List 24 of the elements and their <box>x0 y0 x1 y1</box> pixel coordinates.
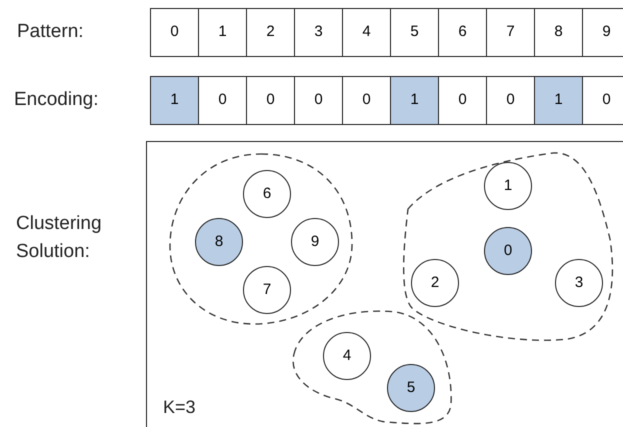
table-cell: 0 <box>150 8 199 57</box>
table-cell: 0 <box>294 76 343 125</box>
table-cell: 9 <box>582 8 623 57</box>
table-cell: 0 <box>486 76 535 125</box>
table-cell: 0 <box>198 76 247 125</box>
table-cell: 8 <box>534 8 583 57</box>
row-heading: Clustering Solution: <box>16 212 103 264</box>
table-cell: 1 <box>390 76 439 125</box>
table-cell: 7 <box>486 8 535 57</box>
table-cell: 0 <box>582 76 623 125</box>
table-cell: 0 <box>342 76 391 125</box>
table-cell: 3 <box>294 8 343 57</box>
table-cell: 1 <box>150 76 199 125</box>
table-cell: 0 <box>246 76 295 125</box>
cluster-count-label: K=3 <box>163 396 196 419</box>
table-cell: 4 <box>342 8 391 57</box>
table-cell: 0 <box>438 76 487 125</box>
table-cell: 1 <box>534 76 583 125</box>
table-cell: 1 <box>198 8 247 57</box>
table-cell: 2 <box>246 8 295 57</box>
table-cell: 6 <box>438 8 487 57</box>
table-cell: 5 <box>390 8 439 57</box>
row-heading: Encoding: <box>14 88 99 112</box>
row-heading: Pattern: <box>17 20 84 44</box>
